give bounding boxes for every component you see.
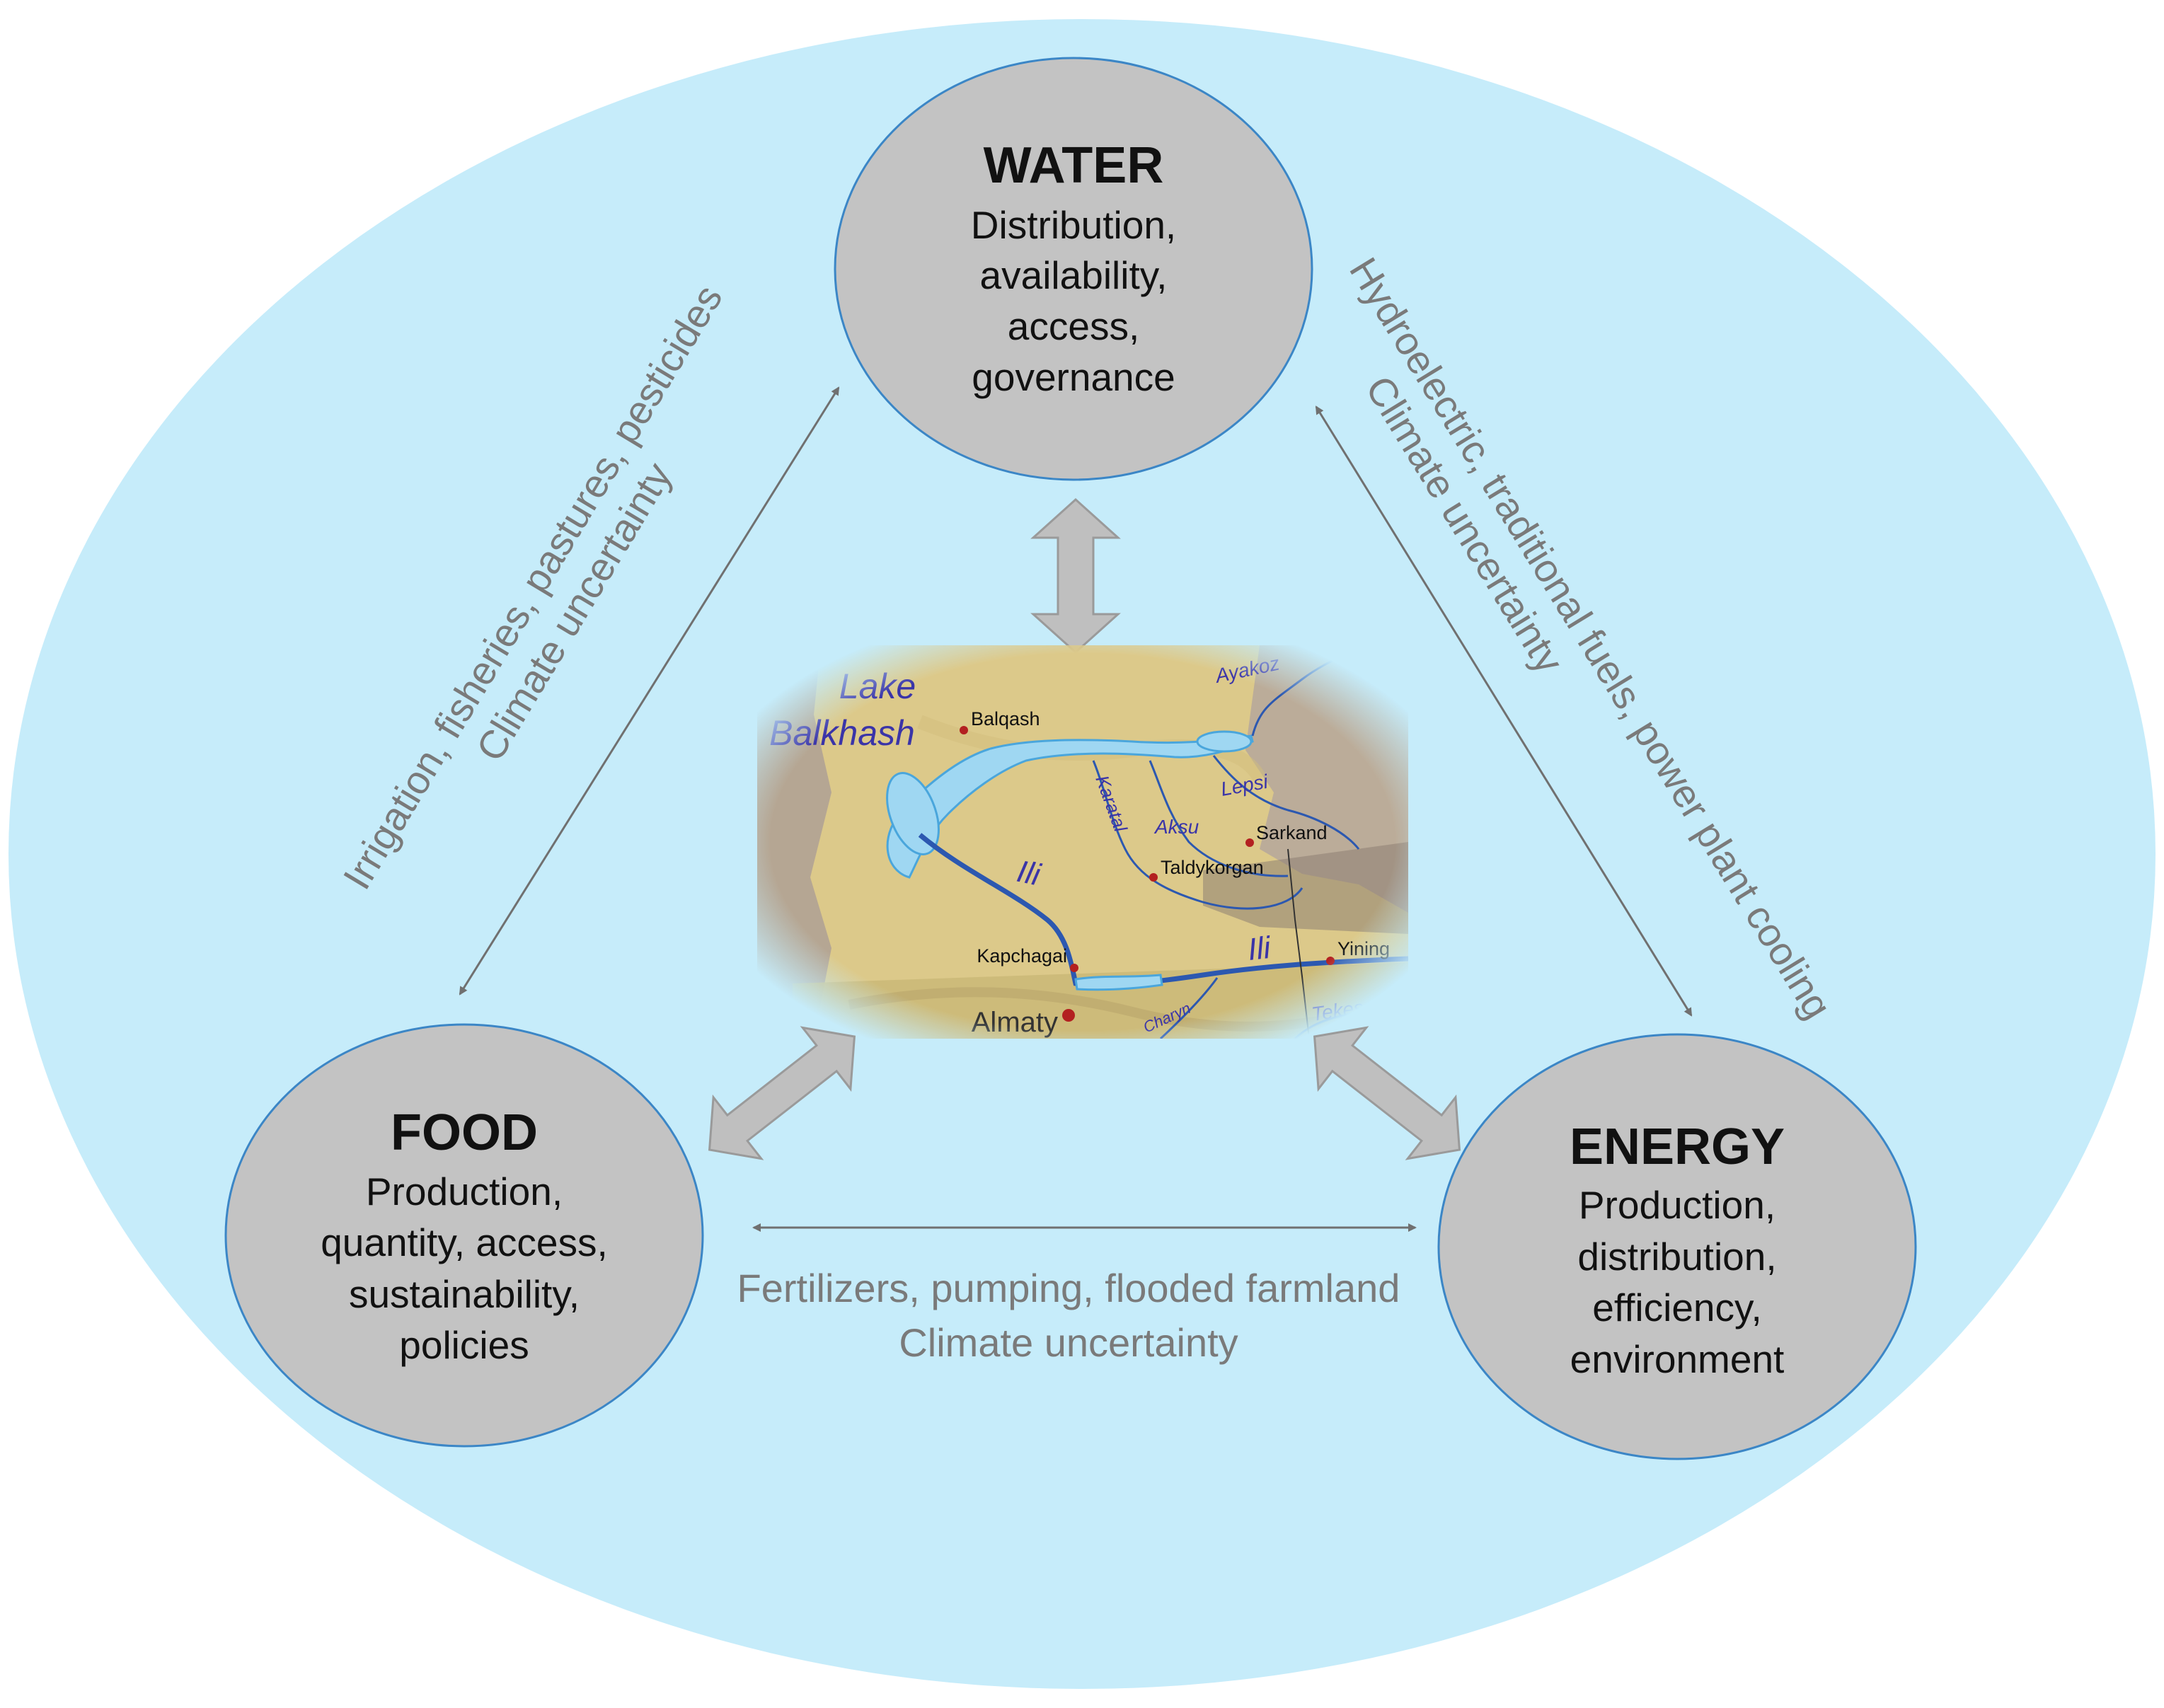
- map-city-balqash: Balqash: [971, 708, 1040, 729]
- energy-node-line-1: Production,: [1579, 1183, 1775, 1227]
- water-node: WATER Distribution, availability, access…: [834, 57, 1313, 481]
- food-node-line-1: Production,: [366, 1170, 563, 1213]
- food-node-line-4: policies: [399, 1323, 529, 1367]
- food-node-line-2: quantity, access,: [321, 1221, 608, 1264]
- map-lake-label-2: Balkhash: [769, 713, 915, 753]
- map-river-ili-east: Ili: [1246, 930, 1273, 967]
- aksu-river: [1149, 760, 1289, 877]
- lepsi-river: [1212, 755, 1360, 850]
- karatal-river: [1092, 760, 1303, 910]
- energy-node: ENERGY Production, distribution, efficie…: [1437, 1033, 1917, 1460]
- ayakoz-river: [1251, 645, 1388, 737]
- food-node-title: FOOD: [391, 1104, 538, 1161]
- map-city-almaty: Almaty: [972, 1007, 1058, 1038]
- energy-node-line-3: efficiency,: [1592, 1286, 1761, 1329]
- food-water-connector: [459, 386, 840, 996]
- water-node-line-1: Distribution,: [971, 203, 1176, 247]
- food-node-line-3: sustainability,: [349, 1272, 580, 1316]
- food-node: FOOD Production, quantity, access, susta…: [224, 1023, 704, 1448]
- energy-node-title: ENERGY: [1570, 1119, 1785, 1175]
- water-node-line-4: governance: [972, 355, 1175, 399]
- water-node-line-3: access,: [1008, 304, 1139, 348]
- food-energy-link-label-1: Fertilizers, pumping, flooded farmland: [737, 1266, 1400, 1310]
- water-node-title: WATER: [984, 137, 1164, 194]
- energy-map-block-arrow: [1313, 1026, 1461, 1160]
- map-city-taldykorgan: Taldykorgan: [1161, 857, 1264, 878]
- map-city-yining: Yining: [1337, 938, 1390, 959]
- charyn-river: [1159, 977, 1219, 1039]
- tekes-river: [1294, 1007, 1408, 1039]
- basin-map: Lake Balkhash Ayakoz Lepsi Karatal Aksu …: [757, 645, 1408, 1039]
- map-lake-label-1: Lake: [839, 667, 916, 706]
- border-line: [1287, 848, 1310, 1039]
- water-energy-connector: [1315, 405, 1693, 1017]
- ili-reservoir: [1074, 974, 1163, 991]
- map-city-kapchagai: Kapchagai: [977, 945, 1067, 966]
- map-city-sarkand: Sarkand: [1256, 822, 1328, 843]
- energy-node-line-2: distribution,: [1577, 1235, 1776, 1279]
- energy-node-line-4: environment: [1570, 1337, 1785, 1381]
- map-river-aksu: Aksu: [1153, 816, 1199, 838]
- food-energy-link-label-2: Climate uncertainty: [899, 1320, 1238, 1365]
- water-node-line-2: availability,: [980, 253, 1168, 297]
